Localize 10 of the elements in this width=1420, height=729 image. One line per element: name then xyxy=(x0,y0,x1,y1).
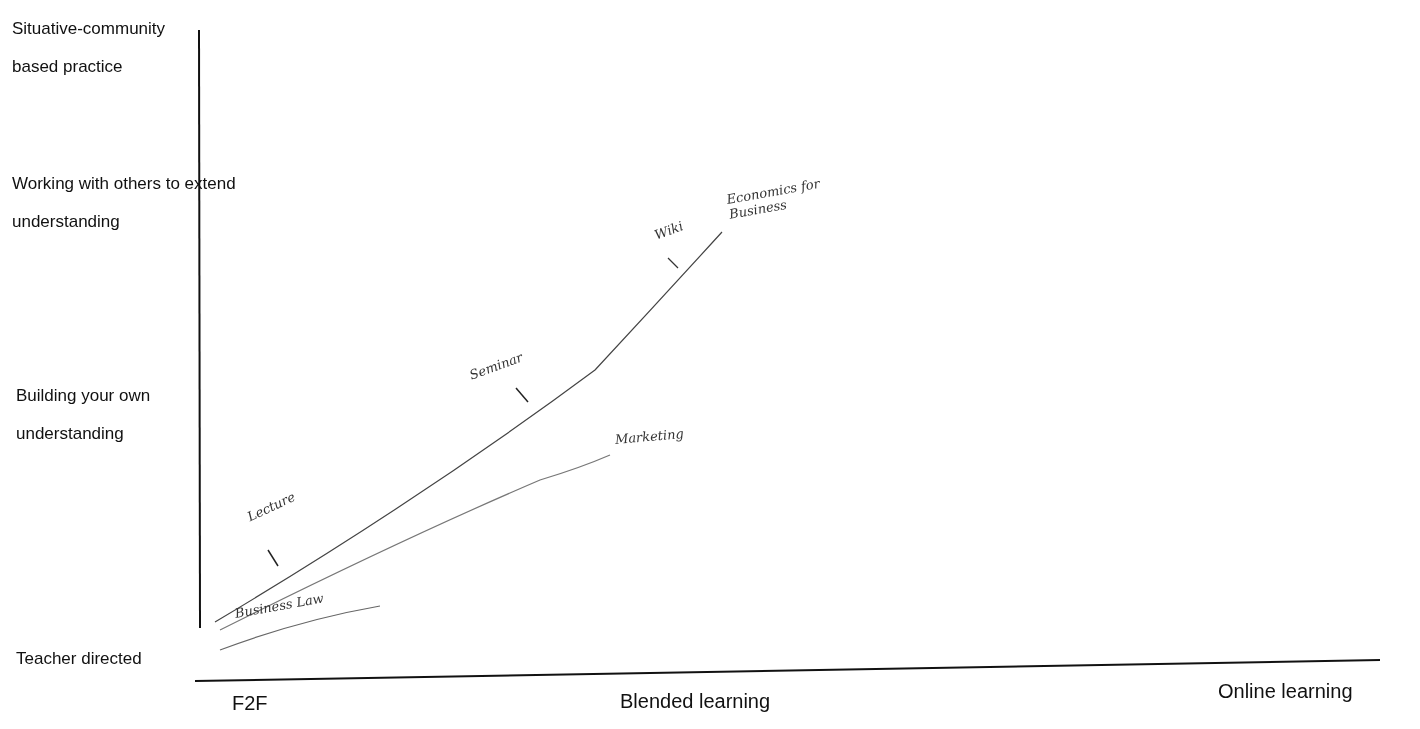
axis-level-label: Situative-community based practice xyxy=(12,18,167,78)
handwritten-note: Business Law xyxy=(233,589,326,621)
axis-category-label: Online learning xyxy=(1218,680,1353,703)
handwritten-note: Economics for Business xyxy=(725,174,822,222)
handwritten-note: Wiki xyxy=(652,217,687,243)
axis-level-label: Building your own understanding xyxy=(16,385,152,445)
handwritten-note: Marketing xyxy=(614,425,686,447)
axis-category-label: Blended learning xyxy=(620,690,771,713)
axis-category-label: F2F xyxy=(232,692,268,715)
axis-level-label: Teacher directed xyxy=(16,648,143,670)
